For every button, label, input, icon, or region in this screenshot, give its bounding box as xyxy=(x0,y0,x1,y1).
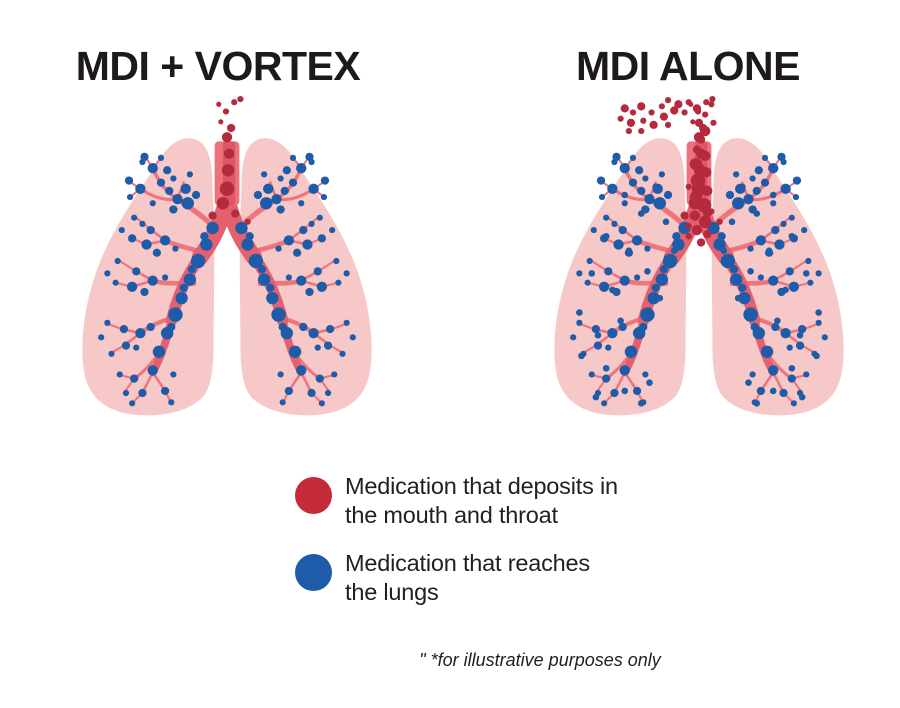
throat-deposit-dots xyxy=(208,96,251,225)
lung-deposit-dots xyxy=(570,152,828,407)
lung-deposit-dots xyxy=(576,183,822,407)
lungs-illustration-mdi-vortex xyxy=(82,96,372,416)
legend-label-lungs: Medication that reaches the lungs xyxy=(345,550,590,605)
red-dot-icon xyxy=(295,477,332,514)
footnote: " *for illustrative purposes only xyxy=(419,650,661,670)
lungs-illustration-mdi-alone xyxy=(554,96,844,416)
legend-label-mouth-throat: Medication that deposits in the mouth an… xyxy=(345,473,618,528)
lung-artwork xyxy=(82,96,372,416)
lung-deposit-dots xyxy=(98,152,356,407)
throat-deposit-dots xyxy=(617,97,717,247)
legend-item-mouth-throat: Medication that deposits in the mouth an… xyxy=(295,472,618,530)
lung-artwork xyxy=(554,96,844,416)
panel-title-mdi-alone: MDI ALONE xyxy=(575,43,801,89)
legend-item-lungs: Medication that reaches the lungs xyxy=(295,549,618,607)
legend: Medication that deposits in the mouth an… xyxy=(295,472,618,607)
blue-dot-icon xyxy=(295,554,332,591)
panel-title-mdi-vortex: MDI + VORTEX xyxy=(75,43,361,89)
